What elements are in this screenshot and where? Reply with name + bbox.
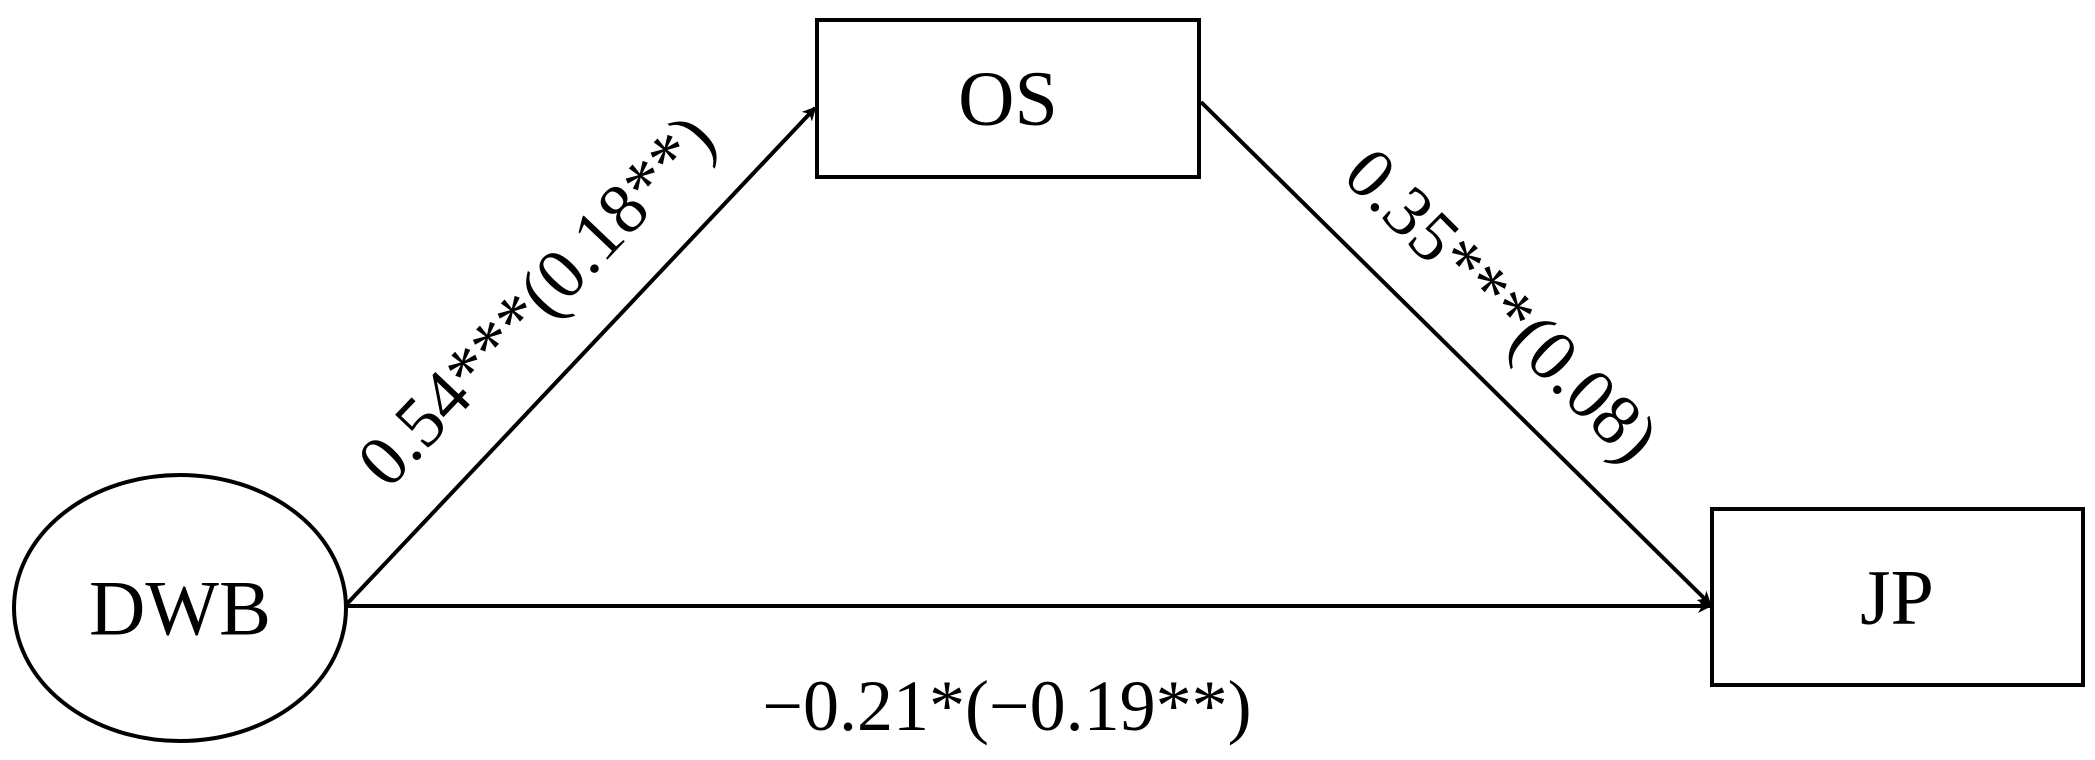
- arrow-os-to-jp: [1199, 100, 1712, 606]
- node-jp: JP: [1710, 507, 2085, 687]
- node-os-box: [815, 18, 1201, 179]
- arrow-dwb-to-os: [343, 106, 817, 608]
- node-dwb-label: DWB: [89, 565, 271, 652]
- label-dwb-to-os: 0.54***(0.18**): [342, 98, 730, 501]
- label-os-to-jp: 0.35***(0.08): [1329, 132, 1674, 477]
- node-os: OS: [815, 18, 1201, 179]
- node-jp-label: JP: [1860, 554, 1934, 641]
- node-os-label: OS: [958, 55, 1058, 142]
- label-dwb-to-jp: −0.21*(−0.19**): [762, 666, 1251, 746]
- node-dwb: DWB: [12, 473, 348, 743]
- node-jp-box: [1710, 507, 2085, 687]
- node-dwb-ellipse: [12, 473, 348, 743]
